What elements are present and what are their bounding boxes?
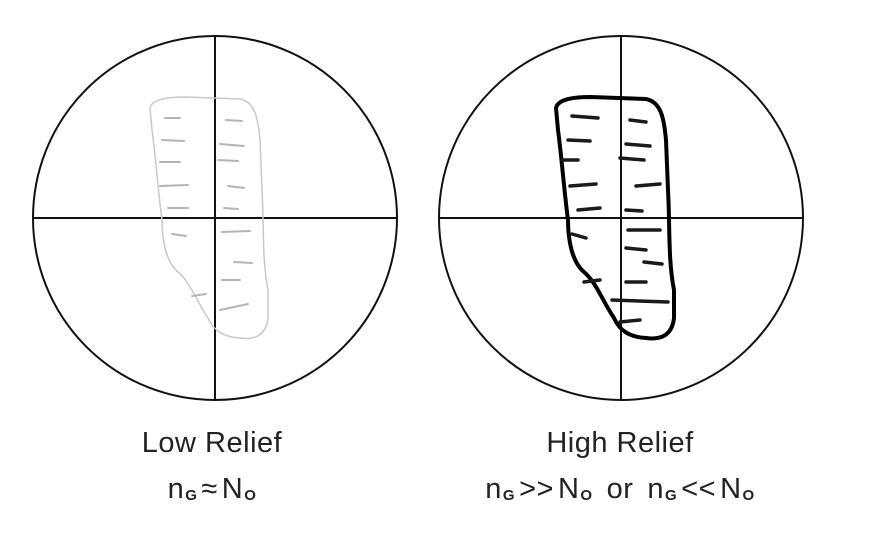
formula-subscript-o: O [244,487,257,504]
formula-term-no: N [221,473,244,505]
formula-subscript-o: O [580,487,593,504]
formula-subscript-o: O [742,487,755,504]
high-relief-cleavage-lines [560,114,670,324]
formula-subscript-g: G [185,487,198,504]
formula-operator-much-less: << [681,473,717,505]
formula-operator-much-greater: >> [519,473,554,505]
high-relief-field-of-view [438,35,804,401]
formula-operator-approx: ≈ [201,473,218,505]
high-relief-title: High Relief [546,427,694,459]
high-relief-grain-outline [554,95,676,341]
formula-subscript-g: G [502,487,516,504]
formula-term-ng: n [647,473,665,505]
low-relief-formula: nG≈NO [12,472,412,513]
formula-subscript-g: G [665,487,678,504]
low-relief-caption: Low Relief nG≈NO [12,426,412,513]
low-relief-title: Low Relief [141,427,283,459]
formula-term-no: N [720,473,742,505]
low-relief-cleavage-lines [159,117,253,311]
formula-term-ng: n [167,473,185,505]
formula-term-no: N [557,473,580,505]
formula-term-ng: n [485,473,502,505]
formula-joiner-or: or [606,473,634,505]
low-relief-grain-outline [149,96,269,340]
low-relief-field-of-view [32,35,398,401]
